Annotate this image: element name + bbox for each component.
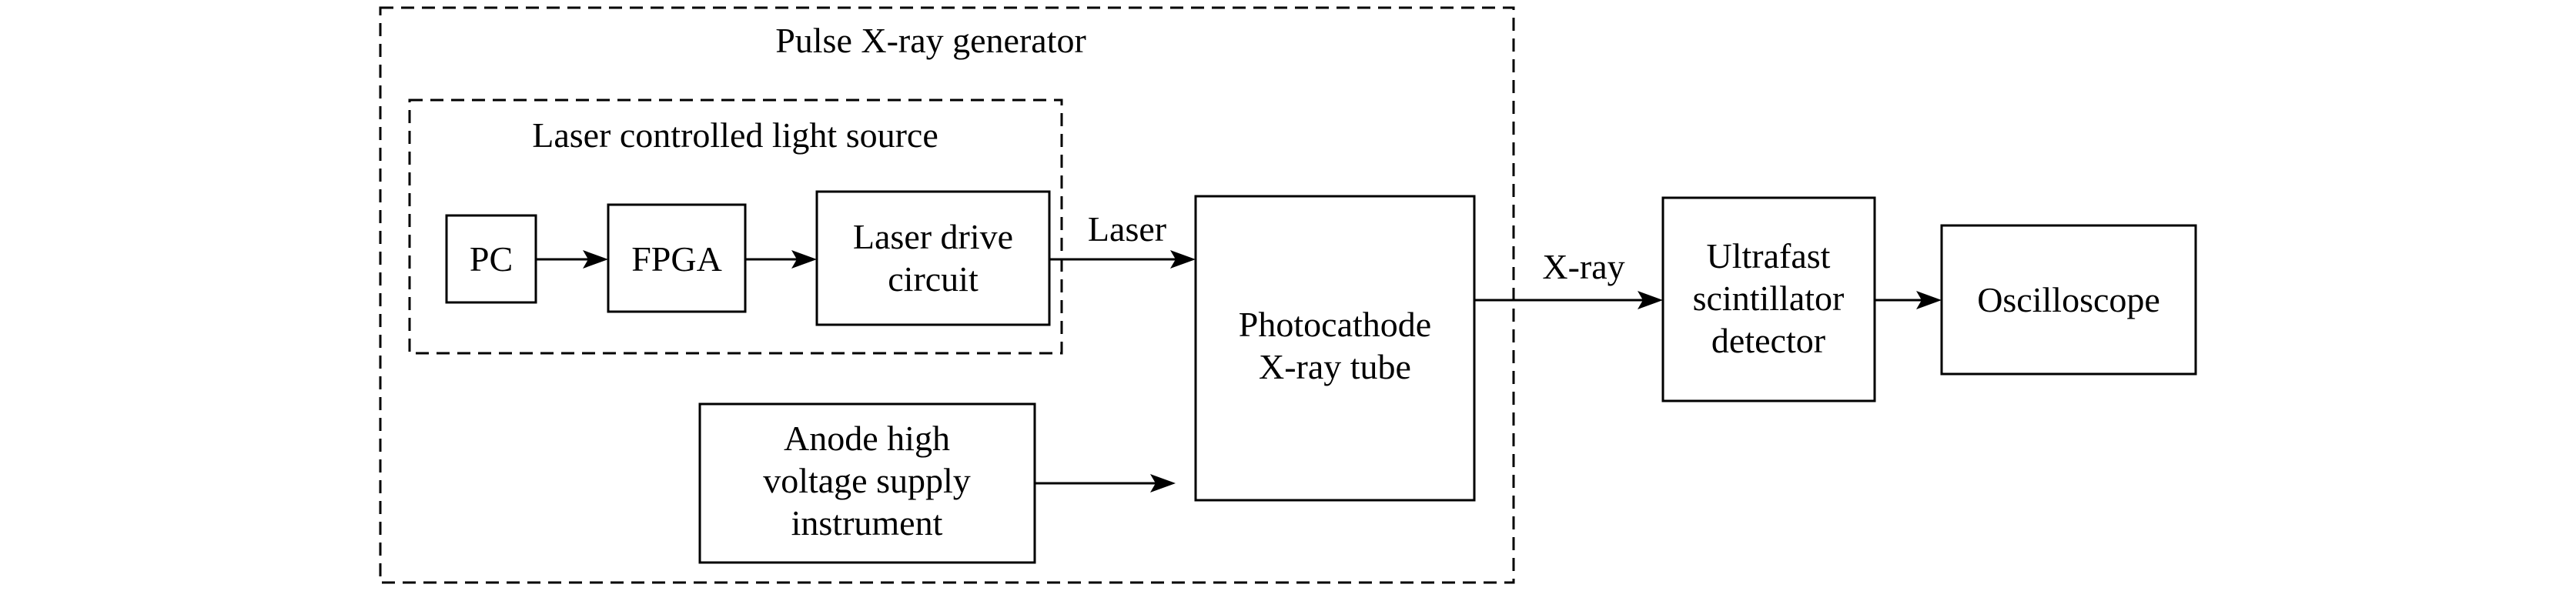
edge-label-xray: X-ray — [1542, 247, 1624, 286]
group-inner-title: Laser controlled light source — [532, 115, 938, 155]
arrowhead-icon — [1916, 291, 1942, 309]
node-oscilloscope-box — [1940, 224, 2197, 376]
node-anode-hv-label-line1: Anode high — [784, 419, 950, 458]
node-anode-hv-supply: Anode high voltage supply instrument — [698, 402, 1036, 564]
node-fpga-box — [607, 203, 747, 313]
group-outer-border — [379, 6, 1515, 584]
node-scintillator-detector: Ultrafast scintillator detector — [1661, 196, 1876, 402]
node-anode-hv-box — [698, 402, 1036, 564]
node-laser-drive-label-line1: Laser drive — [853, 217, 1013, 256]
node-photocathode-label-line1: Photocathode — [1239, 305, 1431, 344]
edge-laser-drive-to-photocathode: Laser — [1049, 209, 1196, 269]
node-scintillator-label-line1: Ultrafast — [1707, 236, 1831, 275]
node-fpga-label: FPGA — [631, 239, 722, 279]
node-laser-drive-label-line2: circuit — [888, 259, 979, 299]
group-laser-controlled-light-source: Laser controlled light source — [408, 98, 1063, 355]
node-photocathode-xray-tube: Photocathode X-ray tube — [1194, 195, 1476, 502]
node-pc: PC — [445, 214, 537, 304]
arrowhead-icon — [1170, 250, 1196, 269]
group-inner-border — [408, 98, 1063, 355]
edge-pc-to-fpga — [536, 250, 608, 269]
node-laser-drive-box — [815, 190, 1051, 326]
node-oscilloscope: Oscilloscope — [1940, 224, 2197, 376]
arrowhead-icon — [583, 250, 608, 269]
node-pc-label: PC — [470, 239, 513, 279]
group-pulse-xray-generator: Pulse X-ray generator — [379, 6, 1515, 584]
node-scintillator-label-line3: detector — [1711, 321, 1825, 360]
node-photocathode-box — [1194, 195, 1476, 502]
node-anode-hv-label-line3: instrument — [791, 503, 943, 543]
group-outer-title: Pulse X-ray generator — [775, 21, 1086, 60]
node-pc-box — [445, 214, 537, 304]
edge-photocathode-to-scintillator: X-ray — [1474, 247, 1663, 309]
arrowhead-icon — [791, 250, 817, 269]
edge-fpga-to-laser-drive — [745, 250, 817, 269]
edge-scintillator-to-oscilloscope — [1875, 291, 1942, 309]
arrowhead-icon — [1150, 474, 1176, 492]
edge-anode-hv-to-photocathode — [1035, 474, 1176, 492]
node-fpga: FPGA — [607, 203, 747, 313]
node-scintillator-box — [1661, 196, 1876, 402]
node-photocathode-label-line2: X-ray tube — [1259, 347, 1411, 386]
node-anode-hv-label-line2: voltage supply — [763, 461, 971, 500]
node-scintillator-label-line2: scintillator — [1693, 279, 1845, 318]
edge-label-laser: Laser — [1088, 209, 1166, 249]
node-oscilloscope-label: Oscilloscope — [1977, 280, 2160, 319]
node-laser-drive-circuit: Laser drive circuit — [815, 190, 1051, 326]
arrowhead-icon — [1638, 291, 1663, 309]
